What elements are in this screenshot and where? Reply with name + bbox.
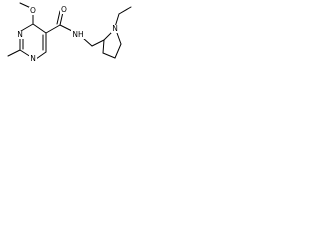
atoms: O O N N NH N <box>16 5 119 63</box>
amide-nh-label: NH <box>72 30 83 39</box>
bond-ch2-c2 <box>91 39 105 47</box>
carbonyl-oxygen-label: O <box>61 5 67 14</box>
bond-c2-c3 <box>102 39 105 54</box>
pyrimidine-n1-label: N <box>30 54 36 63</box>
pyrrolidine-n-label: N <box>112 24 118 33</box>
methoxy-oxygen-label: O <box>30 6 36 15</box>
pyrimidine-n3-label: N <box>17 30 23 39</box>
bond-c5-c4 <box>32 23 47 34</box>
bond-c5-carbonyl <box>45 24 61 34</box>
bond-ethyl <box>118 6 132 15</box>
bond-n1-c6 <box>35 51 47 60</box>
bond-co <box>59 11 64 26</box>
bond-c2-methyl <box>7 49 21 57</box>
structure-svg: O O N N NH N <box>7 2 132 63</box>
molecule-diagram: O O N N NH N <box>0 0 141 93</box>
bond-co-double <box>56 10 61 25</box>
bond-c-n <box>59 24 73 32</box>
bonds <box>7 2 132 60</box>
bond-n-ch2 <box>82 37 93 47</box>
bond-n-ethyl1 <box>114 13 120 28</box>
bond-c5-n1 <box>116 32 122 45</box>
bond-c4-c5 <box>114 43 122 59</box>
bond-c3-c4 <box>102 52 116 59</box>
bond-c4-n3 <box>20 23 34 32</box>
